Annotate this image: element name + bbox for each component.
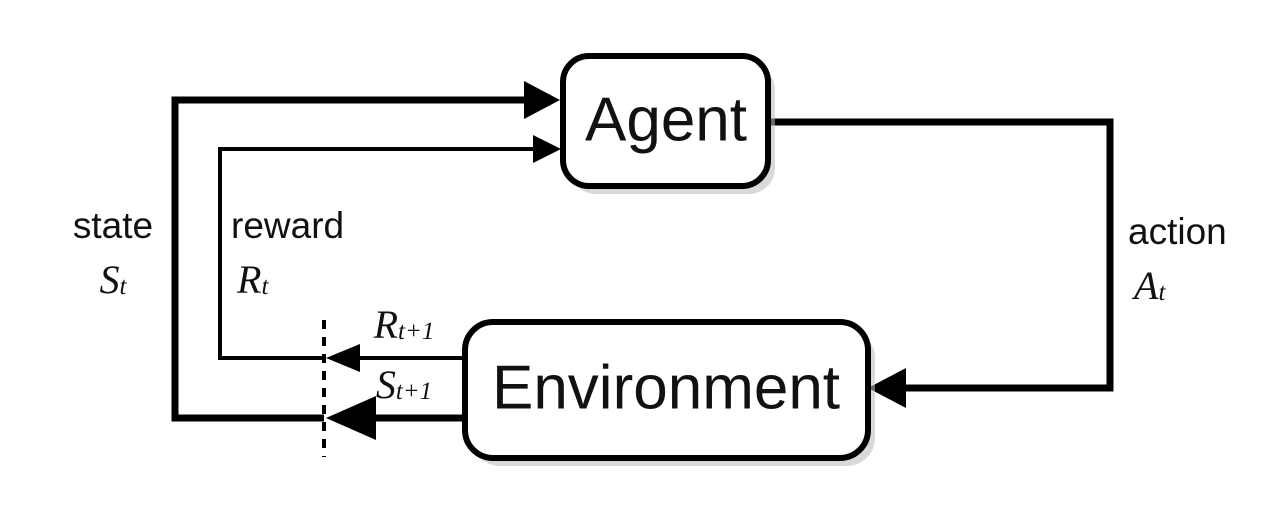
state-symbol-group: St	[100, 257, 128, 302]
reward-arrowhead-into-agent	[533, 135, 561, 163]
state-arrowhead-into-agent	[524, 81, 560, 119]
reward-symbol: R	[236, 257, 261, 302]
reward-next-symbol-group: Rt+1	[373, 302, 435, 347]
environment-label: Environment	[492, 353, 840, 422]
label-reward-next: Rt+1	[373, 302, 435, 347]
action-subscript: t	[1158, 279, 1166, 306]
state-loop-line	[171, 96, 528, 422]
reward-next-symbol: R	[373, 302, 398, 347]
reward-symbol-group: Rt	[236, 257, 269, 302]
edge-reward-next-arrow	[326, 344, 465, 372]
edge-state-next-arrow	[326, 396, 465, 440]
edge-action-path	[768, 118, 1114, 408]
action-symbol: A	[1131, 263, 1159, 308]
state-next-symbol: S	[376, 362, 396, 407]
action-loop-line	[768, 118, 1114, 392]
reward-next-subscript: t+1	[398, 318, 434, 345]
state-next-arrowhead	[326, 396, 376, 440]
state-next-symbol-group: St+1	[376, 362, 432, 407]
state-subscript: t	[120, 273, 128, 300]
edge-state-path	[171, 81, 560, 422]
agent-label: Agent	[585, 85, 747, 154]
agent-box[interactable]	[560, 53, 771, 189]
reward-loop-line	[218, 147, 540, 360]
state-symbol: S	[100, 257, 120, 302]
reward-next-arrowhead	[326, 344, 360, 372]
environment-box[interactable]	[462, 319, 871, 461]
label-state: state St	[73, 205, 153, 302]
edge-reward-path	[218, 135, 561, 360]
state-next-subscript: t+1	[396, 378, 432, 405]
node-agent[interactable]: Agent	[560, 53, 775, 194]
label-action: action At	[1128, 211, 1227, 308]
action-word: action	[1128, 211, 1227, 252]
label-reward: reward Rt	[231, 205, 344, 302]
label-state-next: St+1	[376, 362, 432, 407]
reward-word: reward	[231, 205, 344, 246]
action-arrowhead-into-environment	[868, 368, 906, 408]
reward-subscript: t	[261, 273, 269, 300]
action-symbol-group: At	[1131, 263, 1166, 308]
node-environment[interactable]: Environment	[462, 319, 875, 466]
state-word: state	[73, 205, 153, 246]
